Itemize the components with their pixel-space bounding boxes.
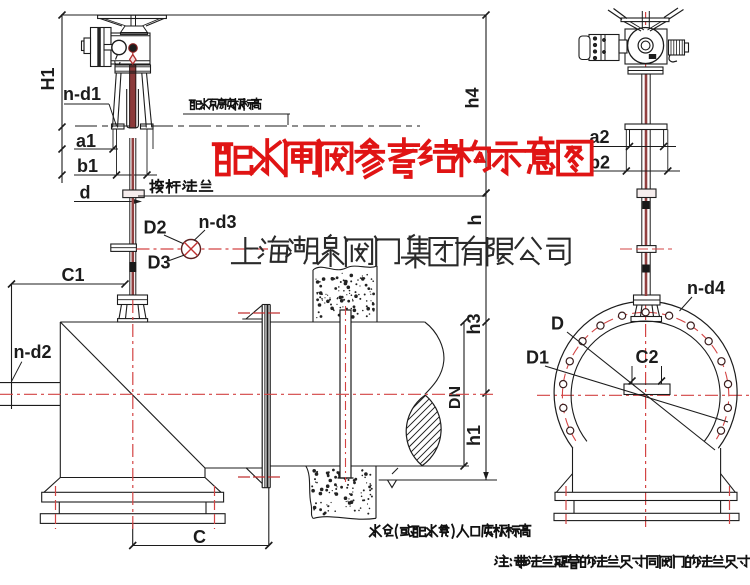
svg-text:C: C — [193, 527, 206, 547]
svg-text:D1: D1 — [526, 347, 549, 367]
svg-text:b1: b1 — [77, 156, 98, 176]
svg-text:b2: b2 — [589, 152, 610, 172]
svg-text:a2: a2 — [589, 127, 609, 147]
svg-text:n-d3: n-d3 — [199, 212, 237, 232]
svg-text:D2: D2 — [143, 217, 166, 237]
svg-text:H1: H1 — [38, 67, 58, 90]
svg-text:h1: h1 — [464, 425, 484, 446]
svg-text:C1: C1 — [61, 265, 84, 285]
svg-text:DN: DN — [447, 386, 464, 409]
svg-text:h3: h3 — [464, 313, 484, 334]
svg-text:n-d4: n-d4 — [687, 278, 725, 298]
svg-text:D: D — [551, 313, 564, 333]
svg-text:a1: a1 — [76, 131, 96, 151]
svg-text:h: h — [465, 215, 485, 226]
svg-text:C2: C2 — [635, 347, 658, 367]
svg-text:d: d — [80, 182, 91, 202]
svg-text:n-d2: n-d2 — [14, 342, 52, 362]
svg-text:h4: h4 — [462, 87, 482, 108]
svg-text:n-d1: n-d1 — [63, 84, 101, 104]
svg-text:D3: D3 — [147, 252, 170, 272]
